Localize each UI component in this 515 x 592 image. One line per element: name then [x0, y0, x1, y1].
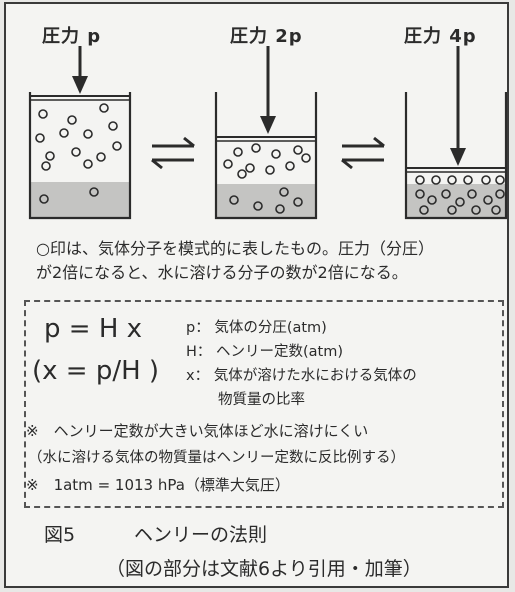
caption-line-2: が2倍になると、水に溶ける分子の数が2倍になる。 — [36, 263, 408, 282]
pressure-label-p: 圧力 p — [42, 26, 102, 47]
pressure-arrow-head — [450, 148, 466, 166]
figure-title: ヘンリーの法則 — [134, 524, 268, 546]
legend-p: p： 気体の分圧(atm) — [186, 320, 327, 336]
equilibrium-arrows — [151, 136, 195, 170]
water-layer — [216, 184, 316, 218]
note-atm: ※ 1atm = 1013 hPa（標準大気圧） — [26, 476, 290, 494]
legend-x-cont: 物質量の比率 — [218, 392, 305, 408]
beaker-outline — [28, 92, 132, 220]
water-layer — [30, 182, 130, 218]
container-4p — [404, 46, 507, 220]
beaker-outline — [404, 92, 507, 220]
diagram-caption: ○印は、気体分子を模式的に表したもの。圧力（分圧） が2倍になると、水に溶ける分… — [36, 237, 434, 285]
pressure-label-2p: 圧力 2p — [230, 26, 303, 47]
container-p — [28, 46, 132, 220]
legend-h: H： ヘンリー定数(atm) — [186, 344, 344, 360]
equation-alt: (x = p/H ) — [32, 356, 160, 386]
note-inverse-proportion: （水に溶ける気体の物質量はヘンリー定数に反比例する） — [28, 450, 405, 466]
pressure-label-4p: 圧力 4p — [404, 26, 477, 47]
gas-molecules — [223, 143, 311, 214]
equation-main: p = H x — [44, 314, 143, 344]
equilibrium-arrows — [341, 136, 385, 170]
pressure-arrow-head — [260, 116, 276, 134]
pressure-arrow-head — [72, 76, 88, 94]
figure-number: 図5 — [44, 524, 76, 546]
container-2p — [214, 46, 318, 220]
gas-molecules — [415, 175, 505, 215]
legend-x: x： 気体が溶けた水における気体の — [186, 368, 417, 384]
figure-frame: 圧力 p 圧力 2p 圧力 4p — [4, 2, 509, 588]
caption-line-1: ○印は、気体分子を模式的に表したもの。圧力（分圧） — [36, 239, 434, 258]
beaker-outline — [214, 92, 318, 220]
note-henry-constant: ※ ヘンリー定数が大きい気体ほど水に溶けにくい — [26, 422, 369, 440]
formula-box: p = H x (x = p/H ) p： 気体の分圧(atm) H： ヘンリー… — [24, 300, 504, 508]
henry-law-diagram — [28, 46, 507, 220]
figure-source: （図の部分は文献6より引用・加筆） — [106, 558, 422, 580]
gas-molecules — [35, 103, 122, 204]
